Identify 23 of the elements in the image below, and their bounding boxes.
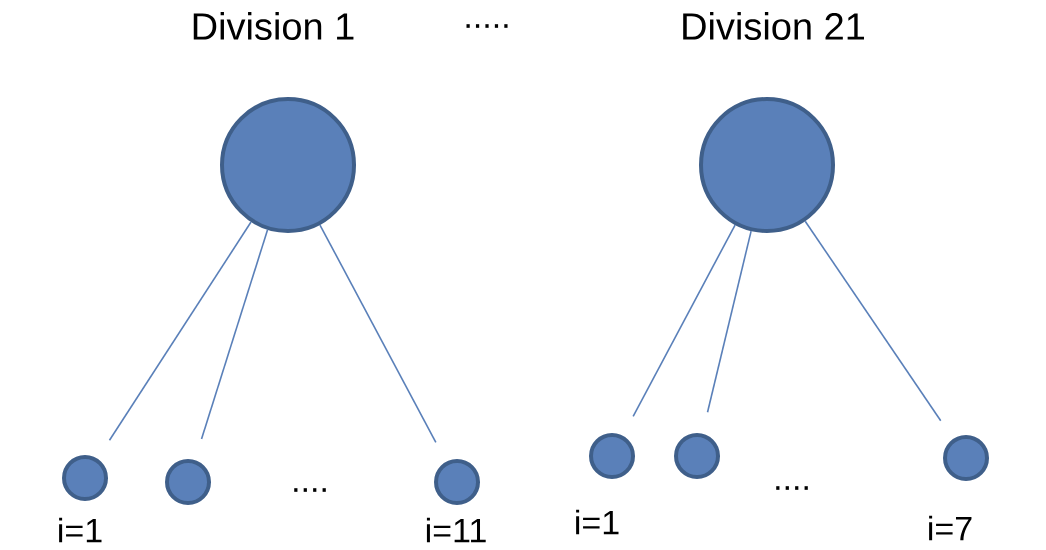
circle-node	[674, 433, 720, 479]
ellipsis-label: ....	[294, 488, 326, 492]
circle-node	[943, 435, 989, 481]
node-label: i=1	[59, 517, 102, 543]
connector-line	[706, 230, 752, 414]
division-title: Division 1	[193, 12, 354, 40]
circle-node	[220, 97, 356, 233]
circle-node	[62, 455, 108, 501]
connector-line	[108, 221, 252, 442]
node-label: i=11	[426, 517, 486, 543]
connector-line	[200, 229, 269, 440]
circle-node	[165, 459, 211, 505]
connector-line	[319, 224, 437, 444]
connector-line	[632, 224, 736, 418]
circle-node	[589, 433, 635, 479]
node-label: i=7	[929, 515, 972, 541]
node-label: i=1	[576, 509, 619, 535]
circle-node	[699, 97, 835, 233]
ellipsis-label: .....	[466, 24, 508, 28]
ellipsis-label: ....	[776, 486, 808, 490]
connector-line	[804, 220, 942, 422]
circle-node	[434, 459, 480, 505]
division-title: Division 21	[683, 12, 864, 40]
